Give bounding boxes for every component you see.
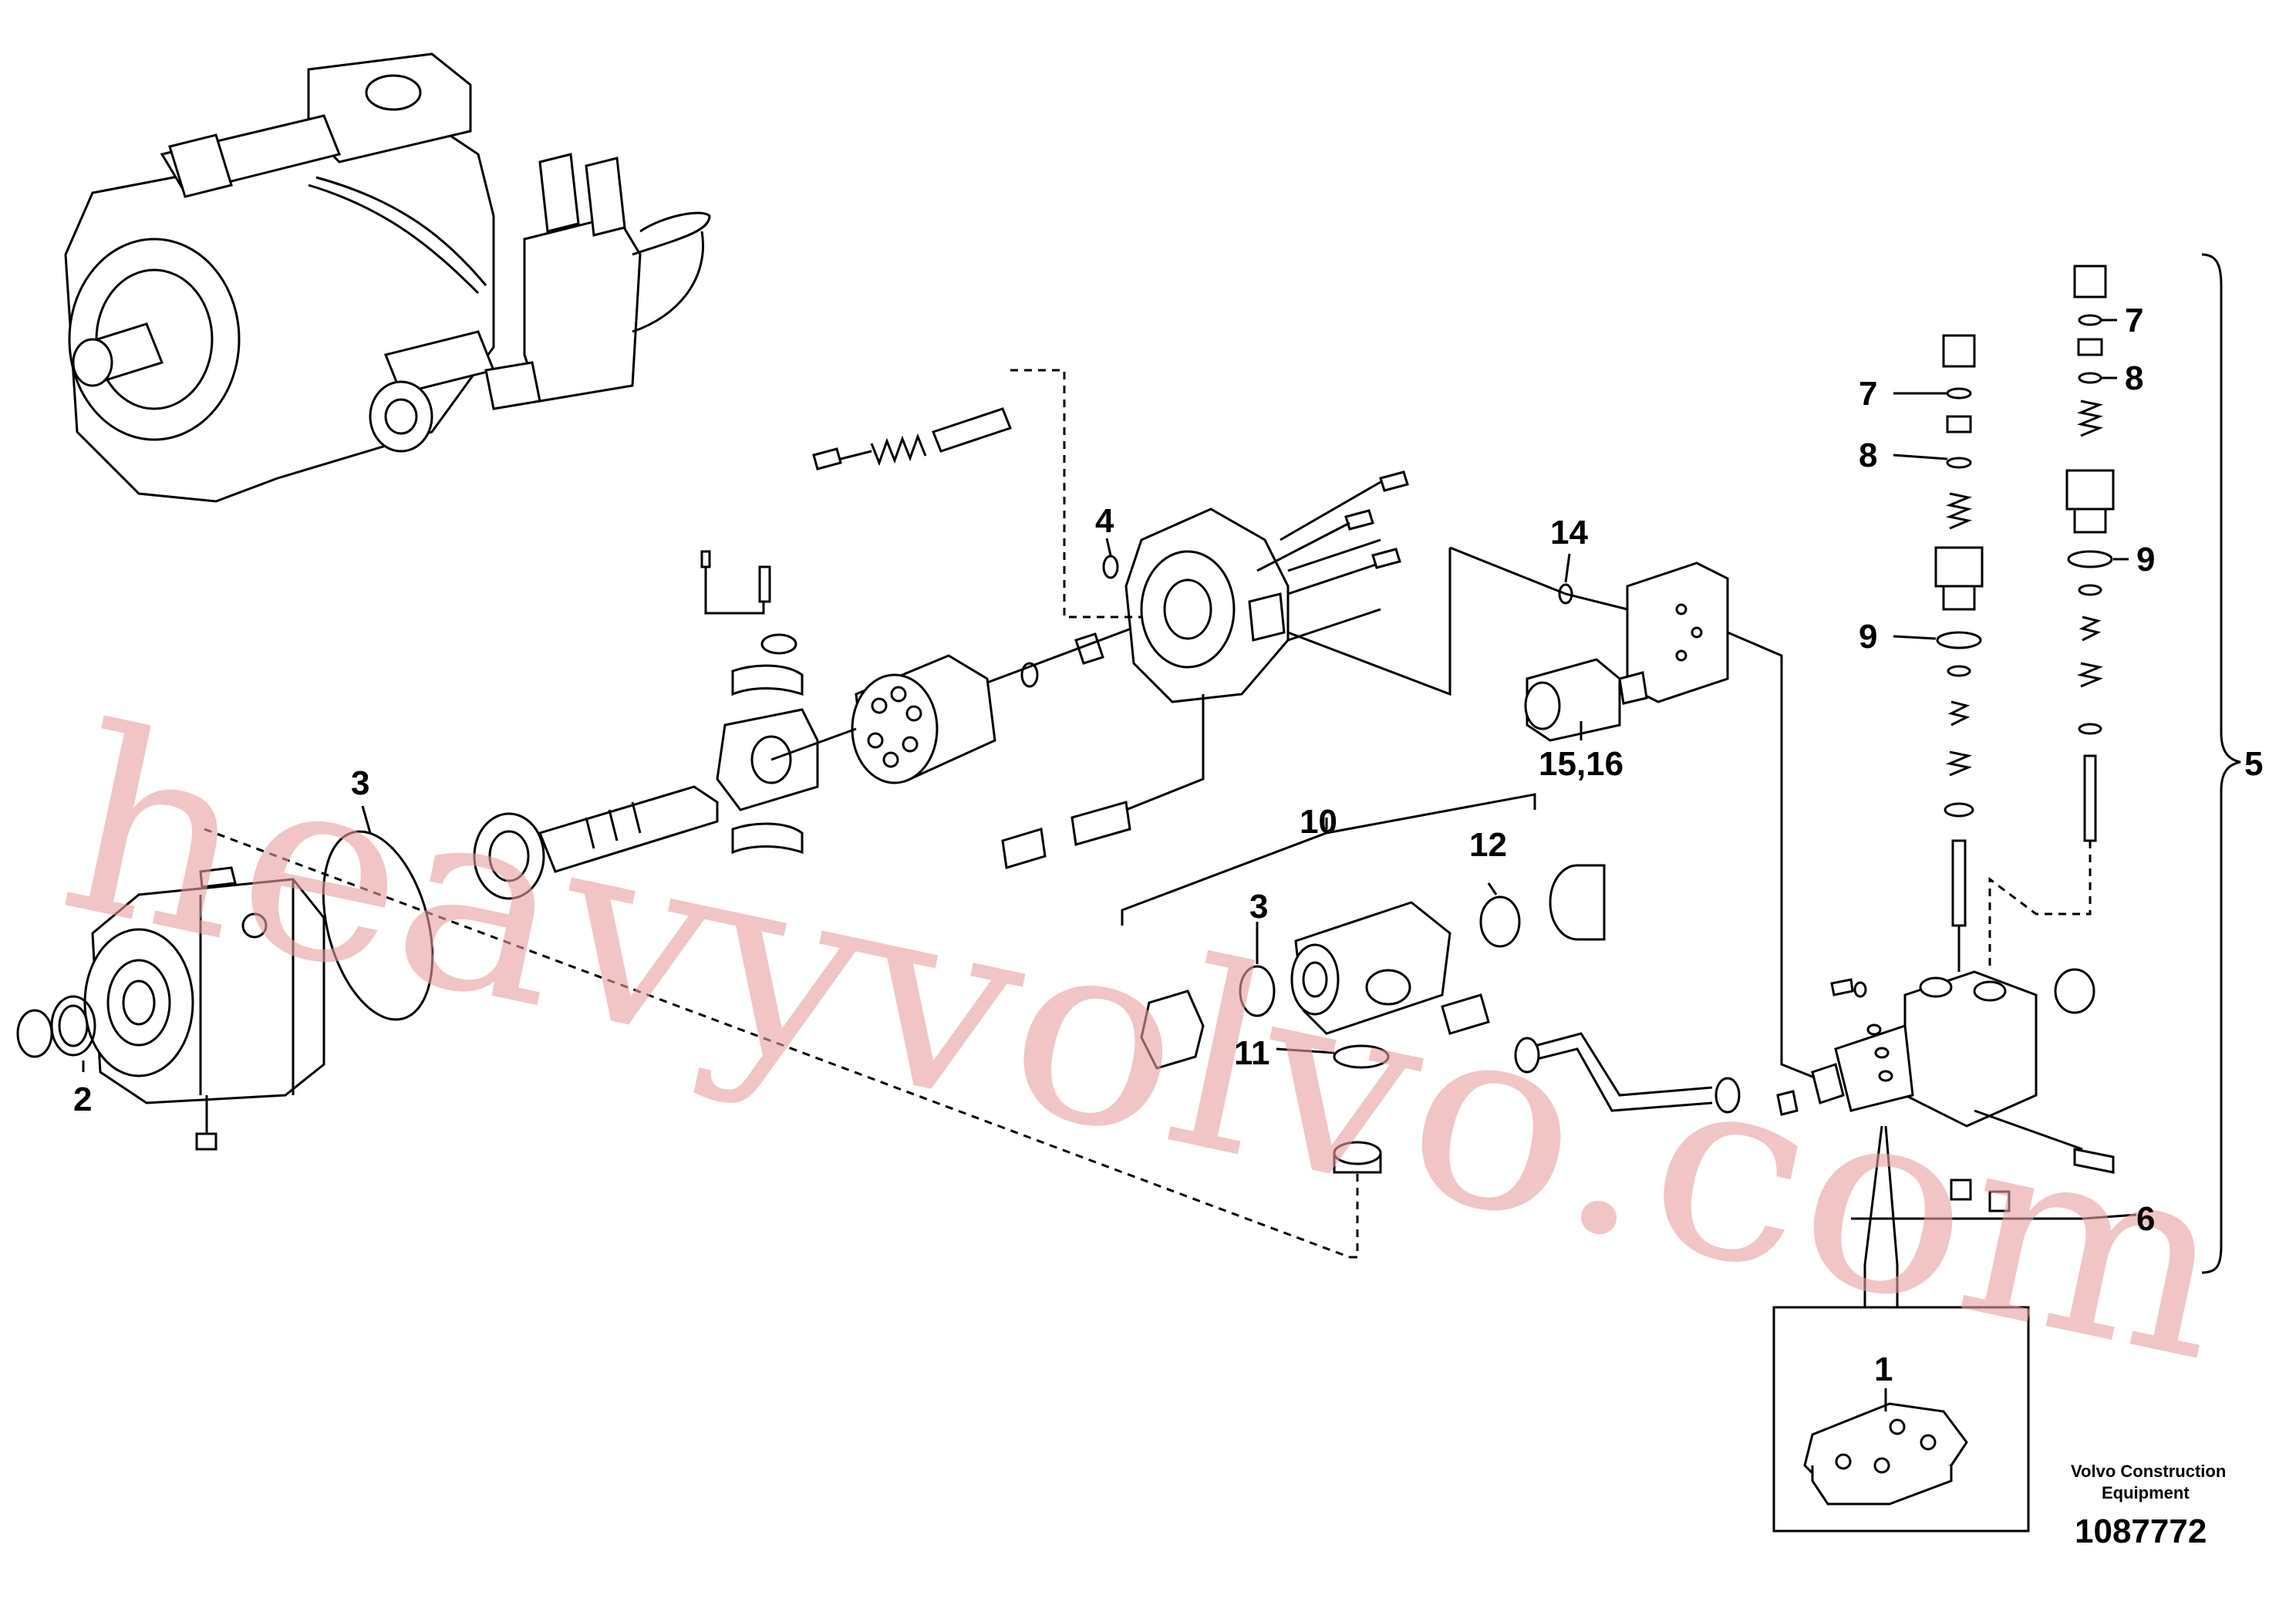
o-ring-11 [1333, 1044, 1390, 1069]
fitting-assembly [1140, 864, 1606, 1070]
port-plate [1124, 470, 1409, 703]
callout-15-16: 15,16 [1539, 745, 1623, 783]
callout-2: 2 [73, 1081, 92, 1118]
brand-line-2: Equipment [2102, 1483, 2190, 1502]
callout-11: 11 [1234, 1034, 1270, 1072]
callout-9b: 9 [2136, 541, 2155, 578]
callout-labels: 1 2 3 3 4 5 6 7 7 8 8 9 9 10 11 12 14 15… [73, 302, 2263, 1388]
callout-6: 6 [2136, 1200, 2155, 1238]
control-piston-assembly [812, 369, 1205, 869]
seal-and-snap-ring [16, 995, 96, 1058]
callout-1: 1 [1874, 1351, 1893, 1388]
alignment-lines [204, 828, 1382, 1259]
valve-plate-parts [986, 623, 1142, 688]
solenoid-valve-block [1287, 546, 1821, 1081]
bearing [473, 812, 545, 900]
callout-7a: 7 [1859, 375, 1877, 413]
callout-12: 12 [1469, 826, 1507, 864]
callout-3b: 3 [1249, 888, 1268, 926]
callout-4: 4 [1095, 502, 1114, 540]
cylinder-block [770, 654, 996, 784]
o-ring-14 [1558, 583, 1573, 605]
leader-lines [82, 319, 2137, 1411]
callout-14: 14 [1550, 514, 1588, 551]
document-number: 1087772 [2075, 1512, 2207, 1550]
o-ring-small-4 [1102, 555, 1119, 579]
brace-5 [2201, 253, 2241, 1274]
callout-9a: 9 [1859, 618, 1877, 656]
pipe-line [1514, 1032, 1741, 1114]
callout-5: 5 [2244, 745, 2263, 783]
brand-line-1: Volvo Construction [2071, 1462, 2226, 1481]
o-ring-3b [1239, 965, 1276, 1017]
swash-plate [700, 550, 819, 855]
callout-8b: 8 [2125, 359, 2143, 397]
callout-8a: 8 [1859, 437, 1877, 474]
callout-7b: 7 [2125, 302, 2143, 339]
drive-shaft [538, 785, 719, 873]
callout-3a: 3 [351, 764, 369, 802]
o-ring-12 [1479, 895, 1521, 948]
title-block: Volvo Construction Equipment 1087772 [2071, 1462, 2226, 1550]
assembled-pump-illustration [64, 52, 711, 503]
inset-detail-1 [1772, 1125, 2030, 1533]
pump-housing [83, 866, 325, 1151]
callout-10: 10 [1300, 803, 1337, 841]
valve-body [1776, 968, 2115, 1212]
valve-stack-right [1988, 265, 2115, 972]
valve-stack-left [1934, 334, 1984, 972]
bracket-10 [1121, 793, 1536, 926]
